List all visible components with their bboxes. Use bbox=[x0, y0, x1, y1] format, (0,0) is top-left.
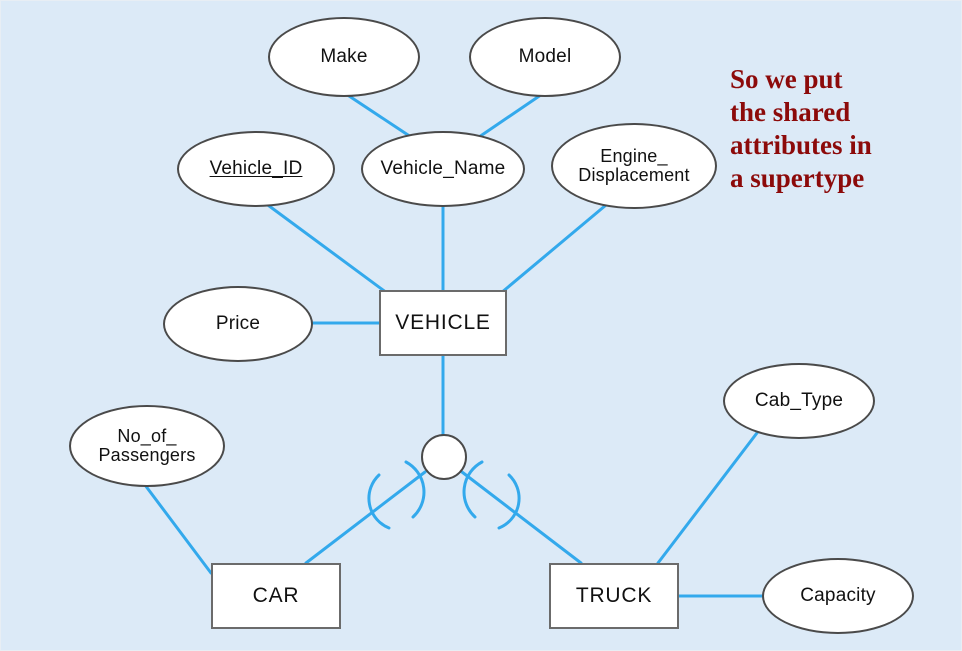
entity-vehicle[interactable]: VEHICLE bbox=[379, 290, 507, 356]
edge-passengers-car bbox=[140, 479, 213, 575]
entity-truck[interactable]: TRUCK bbox=[549, 563, 679, 629]
entity-vehicle-label: VEHICLE bbox=[395, 311, 491, 334]
attribute-make[interactable]: Make bbox=[268, 17, 420, 97]
annotation-note: So we put the shared attributes in a sup… bbox=[730, 64, 872, 193]
attribute-vehicle-name[interactable]: Vehicle_Name bbox=[361, 131, 525, 207]
entity-car[interactable]: CAR bbox=[211, 563, 341, 629]
edge-circle-truck bbox=[460, 470, 583, 565]
attribute-capacity-label: Capacity bbox=[800, 585, 876, 607]
attribute-price[interactable]: Price bbox=[163, 286, 313, 362]
attribute-no-of-passengers[interactable]: No_of_ Passengers bbox=[69, 405, 225, 487]
attribute-price-label: Price bbox=[215, 313, 261, 335]
arc-partial-right-inner bbox=[462, 460, 484, 519]
attribute-engine-displacement-line1: Engine_ bbox=[600, 146, 668, 167]
edge-cab-type-truck bbox=[656, 423, 765, 565]
attribute-capacity[interactable]: Capacity bbox=[762, 558, 914, 634]
edge-vehicle-id-vehicle bbox=[255, 195, 389, 295]
attribute-cab-type-label: Cab_Type bbox=[754, 390, 844, 412]
attribute-model[interactable]: Model bbox=[469, 17, 621, 97]
entity-car-label: CAR bbox=[252, 584, 300, 607]
edge-circle-car bbox=[304, 470, 427, 565]
arc-partial-right bbox=[497, 473, 521, 530]
attribute-vehicle-name-label: Vehicle_Name bbox=[380, 158, 506, 180]
attribute-model-label: Model bbox=[518, 46, 572, 68]
arc-partial-left bbox=[367, 473, 391, 530]
attribute-no-of-passengers-line2: Passengers bbox=[98, 445, 196, 465]
attribute-make-label: Make bbox=[320, 46, 368, 68]
attribute-vehicle-id-label: Vehicle_ID bbox=[209, 158, 303, 180]
attribute-vehicle-id[interactable]: Vehicle_ID bbox=[177, 131, 335, 207]
attribute-cab-type[interactable]: Cab_Type bbox=[723, 363, 875, 439]
generalization-circle[interactable] bbox=[421, 434, 467, 480]
arc-partial-left-inner bbox=[404, 460, 426, 519]
attribute-engine-displacement[interactable]: Engine_ Displacement bbox=[551, 123, 717, 209]
attribute-engine-displacement-line2: Displacement bbox=[578, 165, 690, 185]
attribute-no-of-passengers-line1: No_of_ bbox=[117, 426, 177, 447]
entity-truck-label: TRUCK bbox=[575, 584, 653, 607]
edge-engine-displacement-vehicle bbox=[499, 198, 614, 295]
